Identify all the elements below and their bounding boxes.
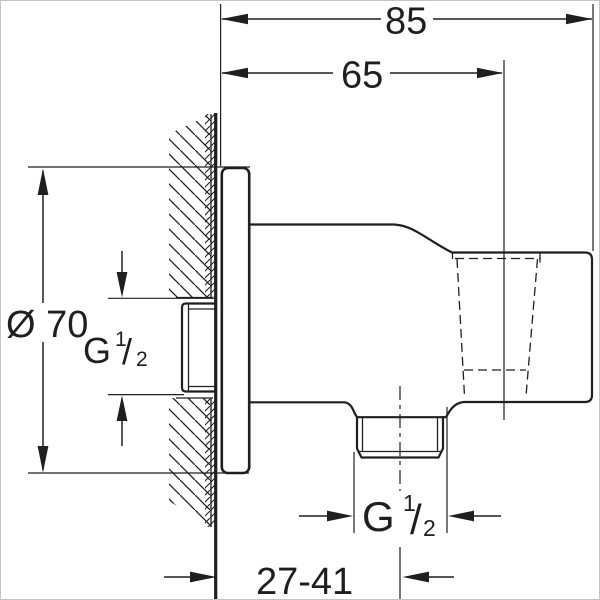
inlet-thread-slash: / <box>122 331 132 372</box>
dim-inlet-thread: G 1 / 2 <box>83 251 214 446</box>
inlet-dim-arrow-down <box>116 272 128 298</box>
inlet-thread-numerator: 1 <box>115 328 127 351</box>
inlet-connector-outline <box>180 302 218 393</box>
dim-65-label: 65 <box>341 55 383 97</box>
inlet-thread-letter: G <box>83 330 111 371</box>
wall-hatch-upper <box>169 114 211 297</box>
inlet-thread-denominator: 2 <box>136 348 148 371</box>
outlet-thread-numerator: 1 <box>403 490 416 516</box>
escutcheon-flange <box>220 166 251 475</box>
holder-rim-ticks <box>451 253 541 263</box>
wall-hole-edges <box>176 296 213 399</box>
dim-85-label: 85 <box>385 1 427 43</box>
holder-cone-hidden-edges <box>455 257 540 397</box>
dim-65-arrow-right <box>477 67 503 79</box>
dim-85-arrow-right <box>566 13 593 25</box>
dim-85: 85 <box>220 1 594 251</box>
dim-65: 65 <box>221 55 505 420</box>
dim-outlet-thread: G 1 / 2 <box>299 407 501 543</box>
escutcheon-flange-outline <box>220 166 251 475</box>
dim-wall-depth: 27-41 <box>164 547 454 600</box>
depth-dim-arrow-right <box>402 571 429 583</box>
outlet-dim-arrow-left <box>327 510 353 522</box>
outlet-nipple-outline <box>355 415 445 459</box>
inlet-connector <box>180 302 218 393</box>
plaster-hatch-lower <box>205 398 216 527</box>
elbow-body <box>247 223 594 491</box>
depth-dim-label: 27-41 <box>256 561 353 600</box>
wall-hatch-lower <box>169 398 211 527</box>
body-outline <box>247 223 594 419</box>
dim-diameter-70: Ø 70 <box>6 166 250 474</box>
dim-85-arrow-left <box>221 13 248 25</box>
depth-dim-arrow-left <box>190 571 217 583</box>
outlet-thread-denominator: 2 <box>423 515 436 541</box>
wall-section <box>169 113 218 599</box>
inlet-connector-inner-lines <box>187 304 216 391</box>
plaster-hatch-upper <box>205 114 216 297</box>
dim-70-label: Ø 70 <box>6 304 88 346</box>
dim-70-arrow-down <box>37 446 49 473</box>
dim-65-arrow-left <box>221 67 248 79</box>
inlet-dim-arrow-up <box>116 395 128 421</box>
outlet-thread-letter: G <box>362 493 395 540</box>
outlet-dim-arrow-right <box>448 510 474 522</box>
outlet-thread-slash: / <box>410 496 422 543</box>
dim-70-arrow-up <box>37 168 49 195</box>
